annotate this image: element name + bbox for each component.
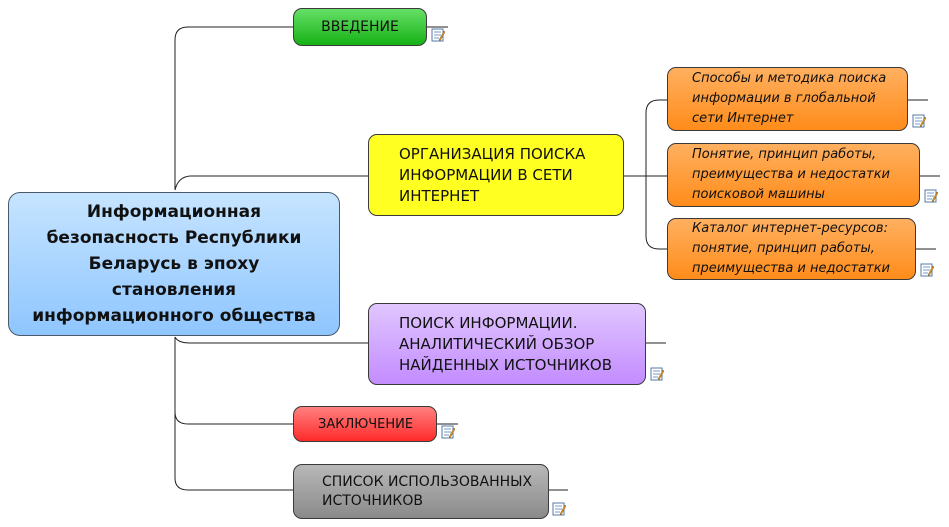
note-icon[interactable] xyxy=(552,502,566,516)
topic-search-organization[interactable]: ОРГАНИЗАЦИЯ ПОИСКА ИНФОРМАЦИИ В СЕТИ ИНТ… xyxy=(368,134,624,216)
subtopic-resource-catalog-label: Каталог интернет-ресурсов: понятие, прин… xyxy=(692,221,891,276)
connector-sub-1 xyxy=(624,99,667,177)
note-icon[interactable] xyxy=(924,189,938,203)
connector-sub-3 xyxy=(645,176,667,250)
note-icon[interactable] xyxy=(920,263,934,277)
note-icon[interactable] xyxy=(431,28,445,42)
subtopic-search-engine-label: Понятие, принцип работы, преимущества и … xyxy=(692,147,891,202)
subtopic-resource-catalog[interactable]: Каталог интернет-ресурсов: понятие, прин… xyxy=(667,218,916,280)
note-icon[interactable] xyxy=(912,114,926,128)
topic-analysis-label: ПОИСК ИНФОРМАЦИИ. АНАЛИТИЧЕСКИЙ ОБЗОР НА… xyxy=(399,313,612,374)
subtopic-search-methods[interactable]: Способы и методика поиска информации в г… xyxy=(667,67,908,131)
central-topic-label: Информационная безопасность Республики Б… xyxy=(32,202,316,326)
topic-introduction-label: ВВЕДЕНИЕ xyxy=(321,19,399,35)
note-icon[interactable] xyxy=(650,367,664,381)
subtopic-search-engine[interactable]: Понятие, принцип работы, преимущества и … xyxy=(667,143,920,207)
note-icon[interactable] xyxy=(441,425,455,439)
topic-references-label: СПИСОК ИСПОЛЬЗОВАННЫХ ИСТОЧНИКОВ xyxy=(322,473,533,509)
topic-analysis[interactable]: ПОИСК ИНФОРМАЦИИ. АНАЛИТИЧЕСКИЙ ОБЗОР НА… xyxy=(368,303,646,385)
connector-introduction xyxy=(174,26,293,190)
connector-analysis xyxy=(174,336,368,344)
connector-search-organization xyxy=(174,175,368,191)
topic-references[interactable]: СПИСОК ИСПОЛЬЗОВАННЫХ ИСТОЧНИКОВ xyxy=(293,464,549,519)
subtopic-search-methods-label: Способы и методика поиска информации в г… xyxy=(692,71,887,126)
central-topic[interactable]: Информационная безопасность Республики Б… xyxy=(8,192,340,336)
topic-conclusion[interactable]: ЗАКЛЮЧЕНИЕ xyxy=(293,406,437,442)
connector-conclusion xyxy=(174,337,293,425)
topic-conclusion-label: ЗАКЛЮЧЕНИЕ xyxy=(318,416,414,432)
connector-sources xyxy=(174,412,293,491)
topic-introduction[interactable]: ВВЕДЕНИЕ xyxy=(293,8,427,46)
topic-search-organization-label: ОРГАНИЗАЦИЯ ПОИСКА ИНФОРМАЦИИ В СЕТИ ИНТ… xyxy=(399,144,586,205)
